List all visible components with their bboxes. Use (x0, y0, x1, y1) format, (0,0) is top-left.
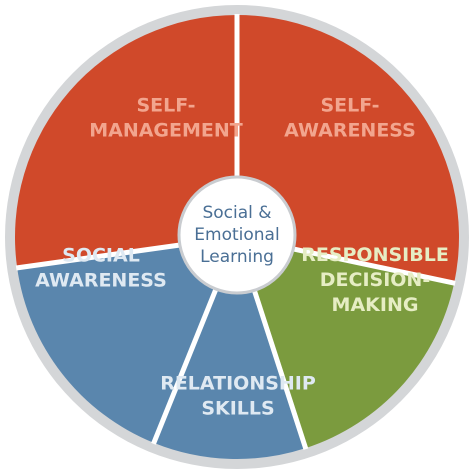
center-label-line: Learning (200, 247, 274, 267)
segment-label-line: MANAGEMENT (89, 119, 243, 141)
segment-label-line: AWARENESS (284, 119, 416, 141)
labels-group: SELF- AWARENESS RESPONSIBLE DECISION- MAKING… (35, 94, 449, 419)
segment-self-management (15, 15, 238, 268)
segment-label-self-management: SELF- MANAGEMENT (89, 94, 243, 141)
center-circle (177, 175, 297, 295)
center-label-line: Social & (202, 203, 271, 223)
segment-label-line: SKILLS (201, 397, 274, 419)
center-label-line: Emotional (194, 225, 279, 245)
segment-label-line: AWARENESS (35, 269, 167, 291)
segment-relationship-skills (153, 237, 306, 459)
segment-label-line: DECISION- (320, 269, 430, 291)
segment-label-line: SOCIAL (62, 244, 140, 266)
segment-label-line: MAKING (332, 294, 419, 316)
segment-label-social-awareness: SOCIAL AWARENESS (35, 244, 167, 291)
segment-label-line: RELATIONSHIP (160, 372, 316, 394)
segment-label-line: SELF- (320, 94, 379, 116)
segment-label-relationship-skills: RELATIONSHIP SKILLS (160, 372, 316, 419)
segment-label-line: SELF- (136, 94, 195, 116)
segment-responsible-decision-making (237, 237, 455, 449)
segment-label-responsible-decision-making: RESPONSIBLE DECISION- MAKING (301, 244, 449, 316)
segment-social-awareness (17, 237, 237, 443)
segment-label-self-awareness: SELF- AWARENESS (284, 94, 416, 141)
segment-label-line: RESPONSIBLE (301, 244, 449, 266)
